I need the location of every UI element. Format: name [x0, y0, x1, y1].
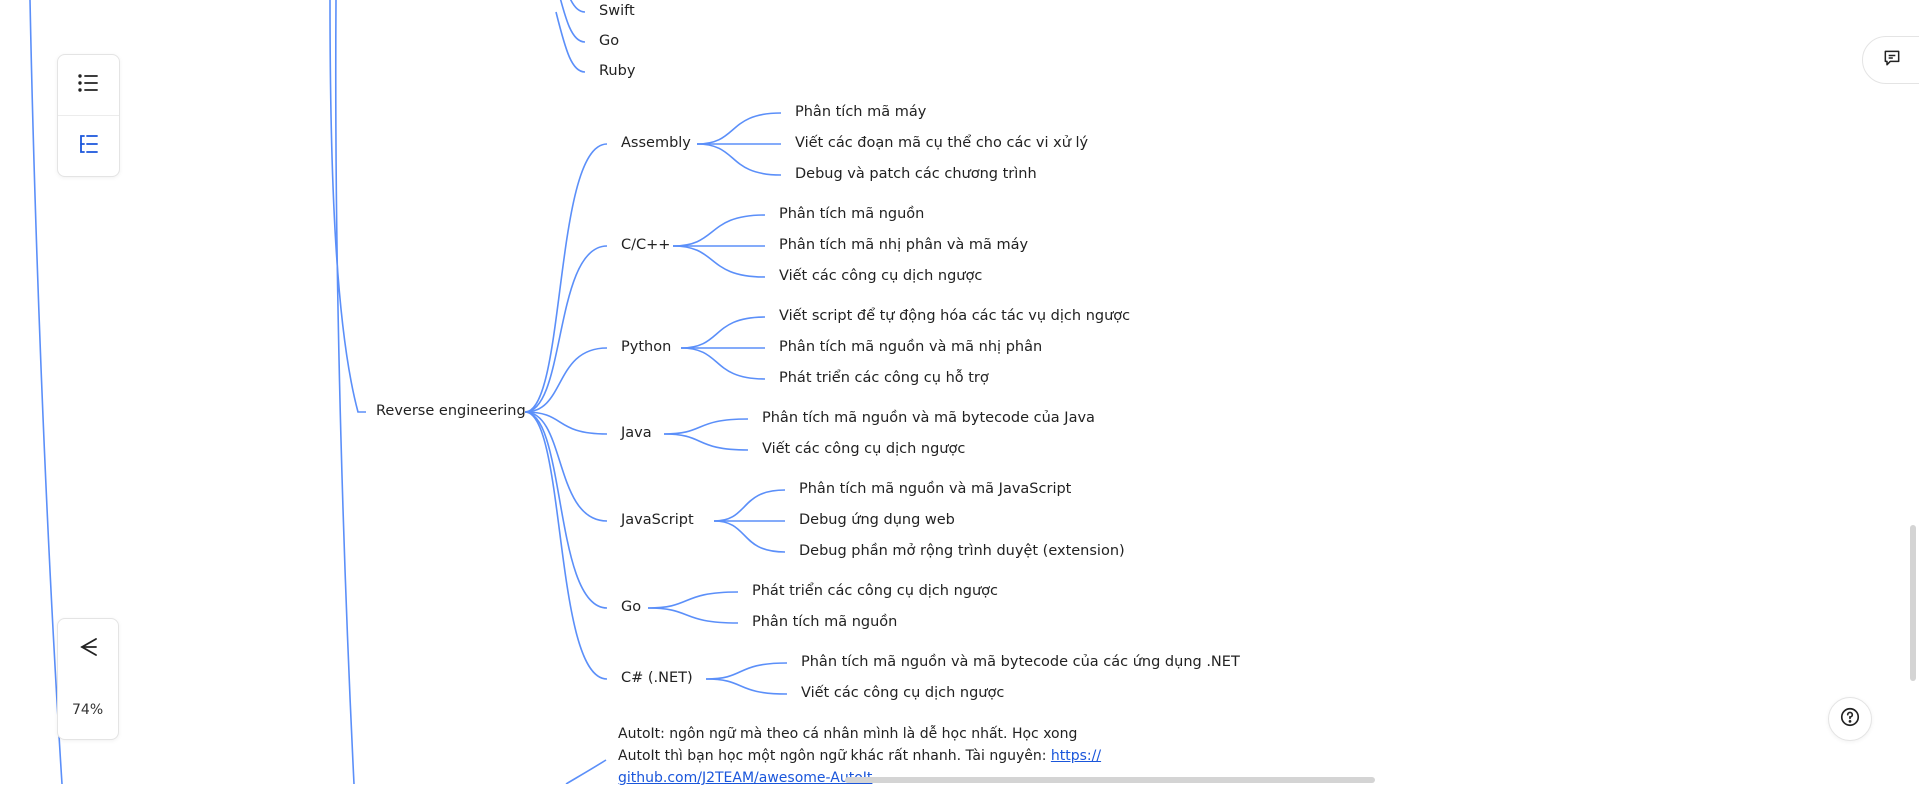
branch-node[interactable]: C/C++: [621, 237, 671, 253]
branch-node[interactable]: Assembly: [621, 135, 691, 151]
prev-language-node[interactable]: Go: [599, 33, 620, 49]
comment-button[interactable]: [1862, 36, 1919, 84]
branch-node[interactable]: Java: [621, 425, 652, 441]
leaf-line: [647, 591, 739, 609]
mindmap-layout-icon: [76, 635, 100, 664]
leaf-line: [663, 433, 749, 451]
branch-line: [524, 411, 608, 609]
leaf-node[interactable]: Debug và patch các chương trình: [795, 166, 1037, 182]
leaf-node[interactable]: Phân tích mã nhị phân và mã máy: [779, 237, 1029, 253]
leaf-node[interactable]: Viết các công cụ dịch ngược: [779, 268, 983, 284]
note-line-2: AutoIt thì bạn học một ngôn ngữ khác rất…: [618, 747, 1101, 765]
prev-language-node[interactable]: Ruby: [599, 63, 636, 79]
prev-branch-line: [555, 11, 586, 73]
leaf-line: [680, 347, 766, 380]
leaf-node[interactable]: Phân tích mã nguồn: [779, 206, 925, 222]
leaf-line: [705, 662, 788, 680]
leaf-node[interactable]: Phân tích mã nguồn và mã JavaScript: [799, 481, 1072, 497]
leaf-line: [647, 607, 739, 624]
prev-language-node[interactable]: Swift: [599, 3, 635, 19]
note-line-1: AutoIt: ngôn ngữ mà theo cá nhân mình là…: [618, 726, 1078, 742]
leaf-node[interactable]: Viết các đoạn mã cụ thể cho các vi xử lý: [795, 135, 1089, 151]
branch-line: [524, 411, 608, 680]
note-line-3: github.com/J2TEAM/awesome-AutoIt: [618, 769, 872, 787]
leaf-node[interactable]: Phân tích mã máy: [795, 104, 927, 120]
leaf-line: [680, 316, 766, 349]
note-connector: [565, 759, 607, 784]
leaf-node[interactable]: Phát triển các công cụ hỗ trợ: [779, 370, 989, 386]
root-node-reverse-engineering[interactable]: Reverse engineering: [376, 403, 526, 419]
note-line-2-text: AutoIt thì bạn học một ngôn ngữ khác rất…: [618, 748, 1051, 764]
layout-button[interactable]: [58, 619, 118, 679]
trunk-line: [29, 0, 63, 784]
resource-link[interactable]: https://: [1050, 748, 1102, 764]
leaf-node[interactable]: Viết các công cụ dịch ngược: [762, 441, 966, 457]
leaf-node[interactable]: Debug phần mở rộng trình duyệt (extensio…: [799, 543, 1125, 559]
leaf-node[interactable]: Phân tích mã nguồn và mã nhị phân: [779, 339, 1043, 355]
leaf-node[interactable]: Viết các công cụ dịch ngược: [801, 685, 1005, 701]
branch-node[interactable]: C# (.NET): [621, 670, 693, 686]
list-icon: [76, 71, 100, 100]
leaf-line: [696, 112, 782, 145]
branch-line: [524, 411, 608, 435]
branch-node[interactable]: Go: [621, 599, 642, 615]
comment-icon: [1882, 48, 1902, 73]
branch-line: [524, 411, 608, 522]
leaf-line: [705, 678, 788, 695]
toolbar-divider: [58, 115, 119, 116]
outline-tree-icon: [76, 132, 100, 161]
leaf-line: [672, 245, 766, 278]
branch-line: [524, 245, 608, 413]
trunk-line-2: [334, 0, 355, 784]
prev-branch-line: [559, 0, 586, 43]
help-icon: [1839, 706, 1861, 733]
leaf-line: [696, 143, 782, 176]
branch-line: [524, 347, 608, 413]
zoom-level[interactable]: 74%: [72, 702, 104, 718]
branch-node[interactable]: Python: [621, 339, 672, 355]
outline-view-button[interactable]: [58, 55, 118, 115]
resource-link-continued[interactable]: github.com/J2TEAM/awesome-AutoIt: [618, 770, 873, 786]
leaf-node[interactable]: Phân tích mã nguồn: [752, 614, 898, 630]
vertical-scrollbar[interactable]: [1910, 525, 1916, 681]
mindmap-view-button[interactable]: [58, 116, 118, 176]
horizontal-scrollbar[interactable]: [845, 777, 1375, 783]
leaf-node[interactable]: Debug ứng dụng web: [799, 512, 955, 528]
leaf-line: [672, 214, 766, 247]
leaf-line: [663, 418, 749, 435]
leaf-node[interactable]: Phân tích mã nguồn và mã bytecode của cá…: [801, 654, 1240, 670]
leaf-node[interactable]: Viết script để tự động hóa các tác vụ dị…: [779, 308, 1131, 324]
branch-line: [524, 143, 608, 413]
help-button[interactable]: [1828, 697, 1872, 741]
leaf-node[interactable]: Phát triển các công cụ dịch ngược: [752, 583, 998, 599]
prev-branch-line: [569, 0, 586, 13]
branch-node[interactable]: JavaScript: [621, 512, 694, 528]
leaf-line: [713, 520, 786, 553]
leaf-line: [713, 489, 786, 522]
leaf-node[interactable]: Phân tích mã nguồn và mã bytecode của Ja…: [762, 410, 1095, 426]
zoom-toolbar: 74%: [57, 618, 119, 740]
view-toolbar: [57, 54, 120, 177]
